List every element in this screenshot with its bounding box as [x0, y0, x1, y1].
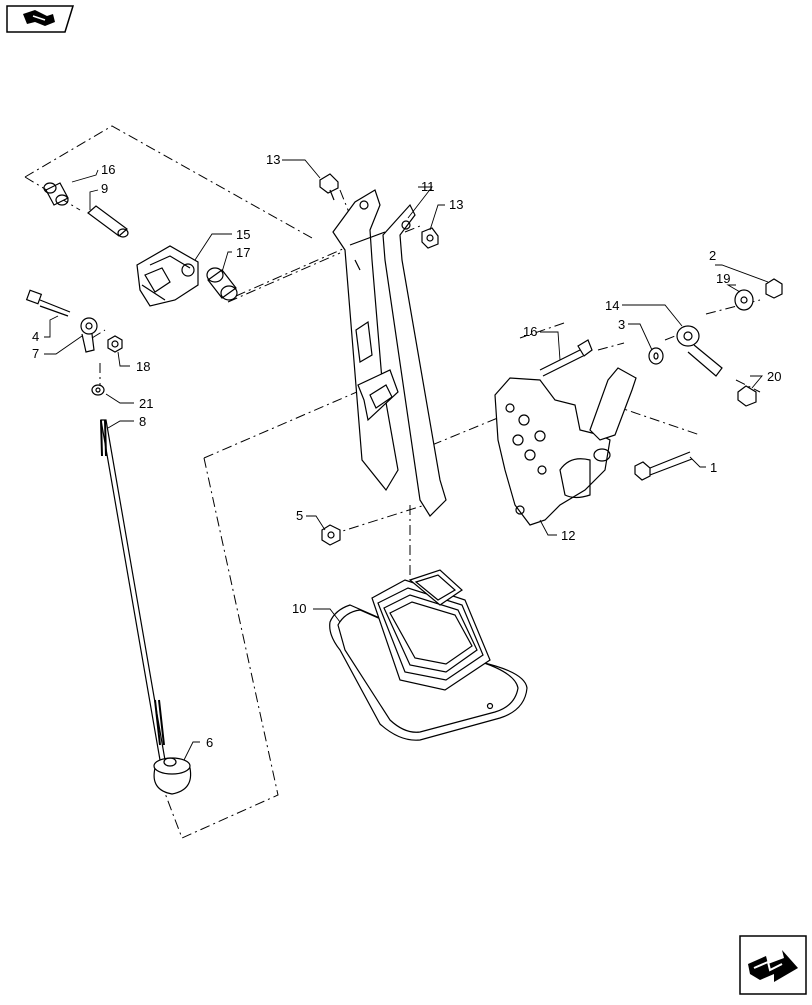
part-4-bolt — [25, 289, 71, 317]
previous-page-arrow-icon — [6, 5, 75, 33]
callout-1: 1 — [710, 460, 717, 475]
callout-15: 15 — [236, 227, 250, 242]
callout-2: 2 — [709, 248, 716, 263]
part-3-washer — [648, 347, 664, 365]
callout-16-lower: 17 — [236, 245, 250, 260]
callout-9: 9 — [101, 181, 108, 196]
callout-13-upper: 13 — [266, 152, 280, 167]
callout-21: 21 — [139, 396, 153, 411]
part-18-nut — [107, 335, 123, 353]
part-7-rod-end — [80, 317, 98, 353]
callout-3: 3 — [618, 317, 625, 332]
part-5-nut — [321, 524, 341, 546]
part-14-rod-end — [676, 325, 723, 377]
part-21-washer — [91, 384, 105, 396]
callout-7: 7 — [32, 346, 39, 361]
callout-13-right: 13 — [449, 197, 463, 212]
next-page-button[interactable] — [738, 934, 808, 996]
callout-16-upper: 16 — [101, 162, 115, 177]
callout-18: 18 — [136, 359, 150, 374]
part-12-pedal-bracket — [494, 367, 637, 526]
next-page-arrow-icon — [739, 935, 807, 995]
part-13-screw-upper — [319, 173, 339, 201]
callout-12: 12 — [561, 528, 575, 543]
previous-page-button[interactable] — [5, 4, 75, 34]
part-2-nut — [765, 278, 783, 299]
part-19-washer — [734, 289, 754, 311]
callout-labels: 16 9 15 17 4 7 18 21 8 6 13 11 13 5 10 1… — [32, 152, 781, 750]
part-16-bushing-upper — [43, 182, 69, 206]
part-20-nut — [737, 385, 757, 407]
callout-19: 19 — [716, 271, 730, 286]
part-11-lever-bracket — [332, 189, 447, 517]
callout-17: 16 — [523, 324, 537, 339]
callout-4: 4 — [32, 329, 39, 344]
part-17-bolt — [539, 339, 593, 377]
callout-11: 11 — [421, 179, 435, 194]
part-13-screw-right — [421, 227, 439, 249]
part-8-threaded-rod — [100, 419, 166, 761]
assembly-lines — [24, 125, 761, 839]
part-16-bushing-lower — [206, 267, 238, 301]
part-15-bracket — [136, 245, 199, 307]
part-10-gaiter-boot — [329, 569, 528, 741]
callout-5: 5 — [296, 508, 303, 523]
callout-leaders — [44, 159, 769, 761]
callout-8: 8 — [139, 414, 146, 429]
part-9-pin — [87, 205, 129, 238]
callout-20: 20 — [767, 369, 781, 384]
part-6-knob — [153, 757, 192, 795]
part-1-bolt — [634, 451, 693, 481]
callout-6: 6 — [206, 735, 213, 750]
callout-10: 10 — [292, 601, 306, 616]
callout-14: 14 — [605, 298, 619, 313]
